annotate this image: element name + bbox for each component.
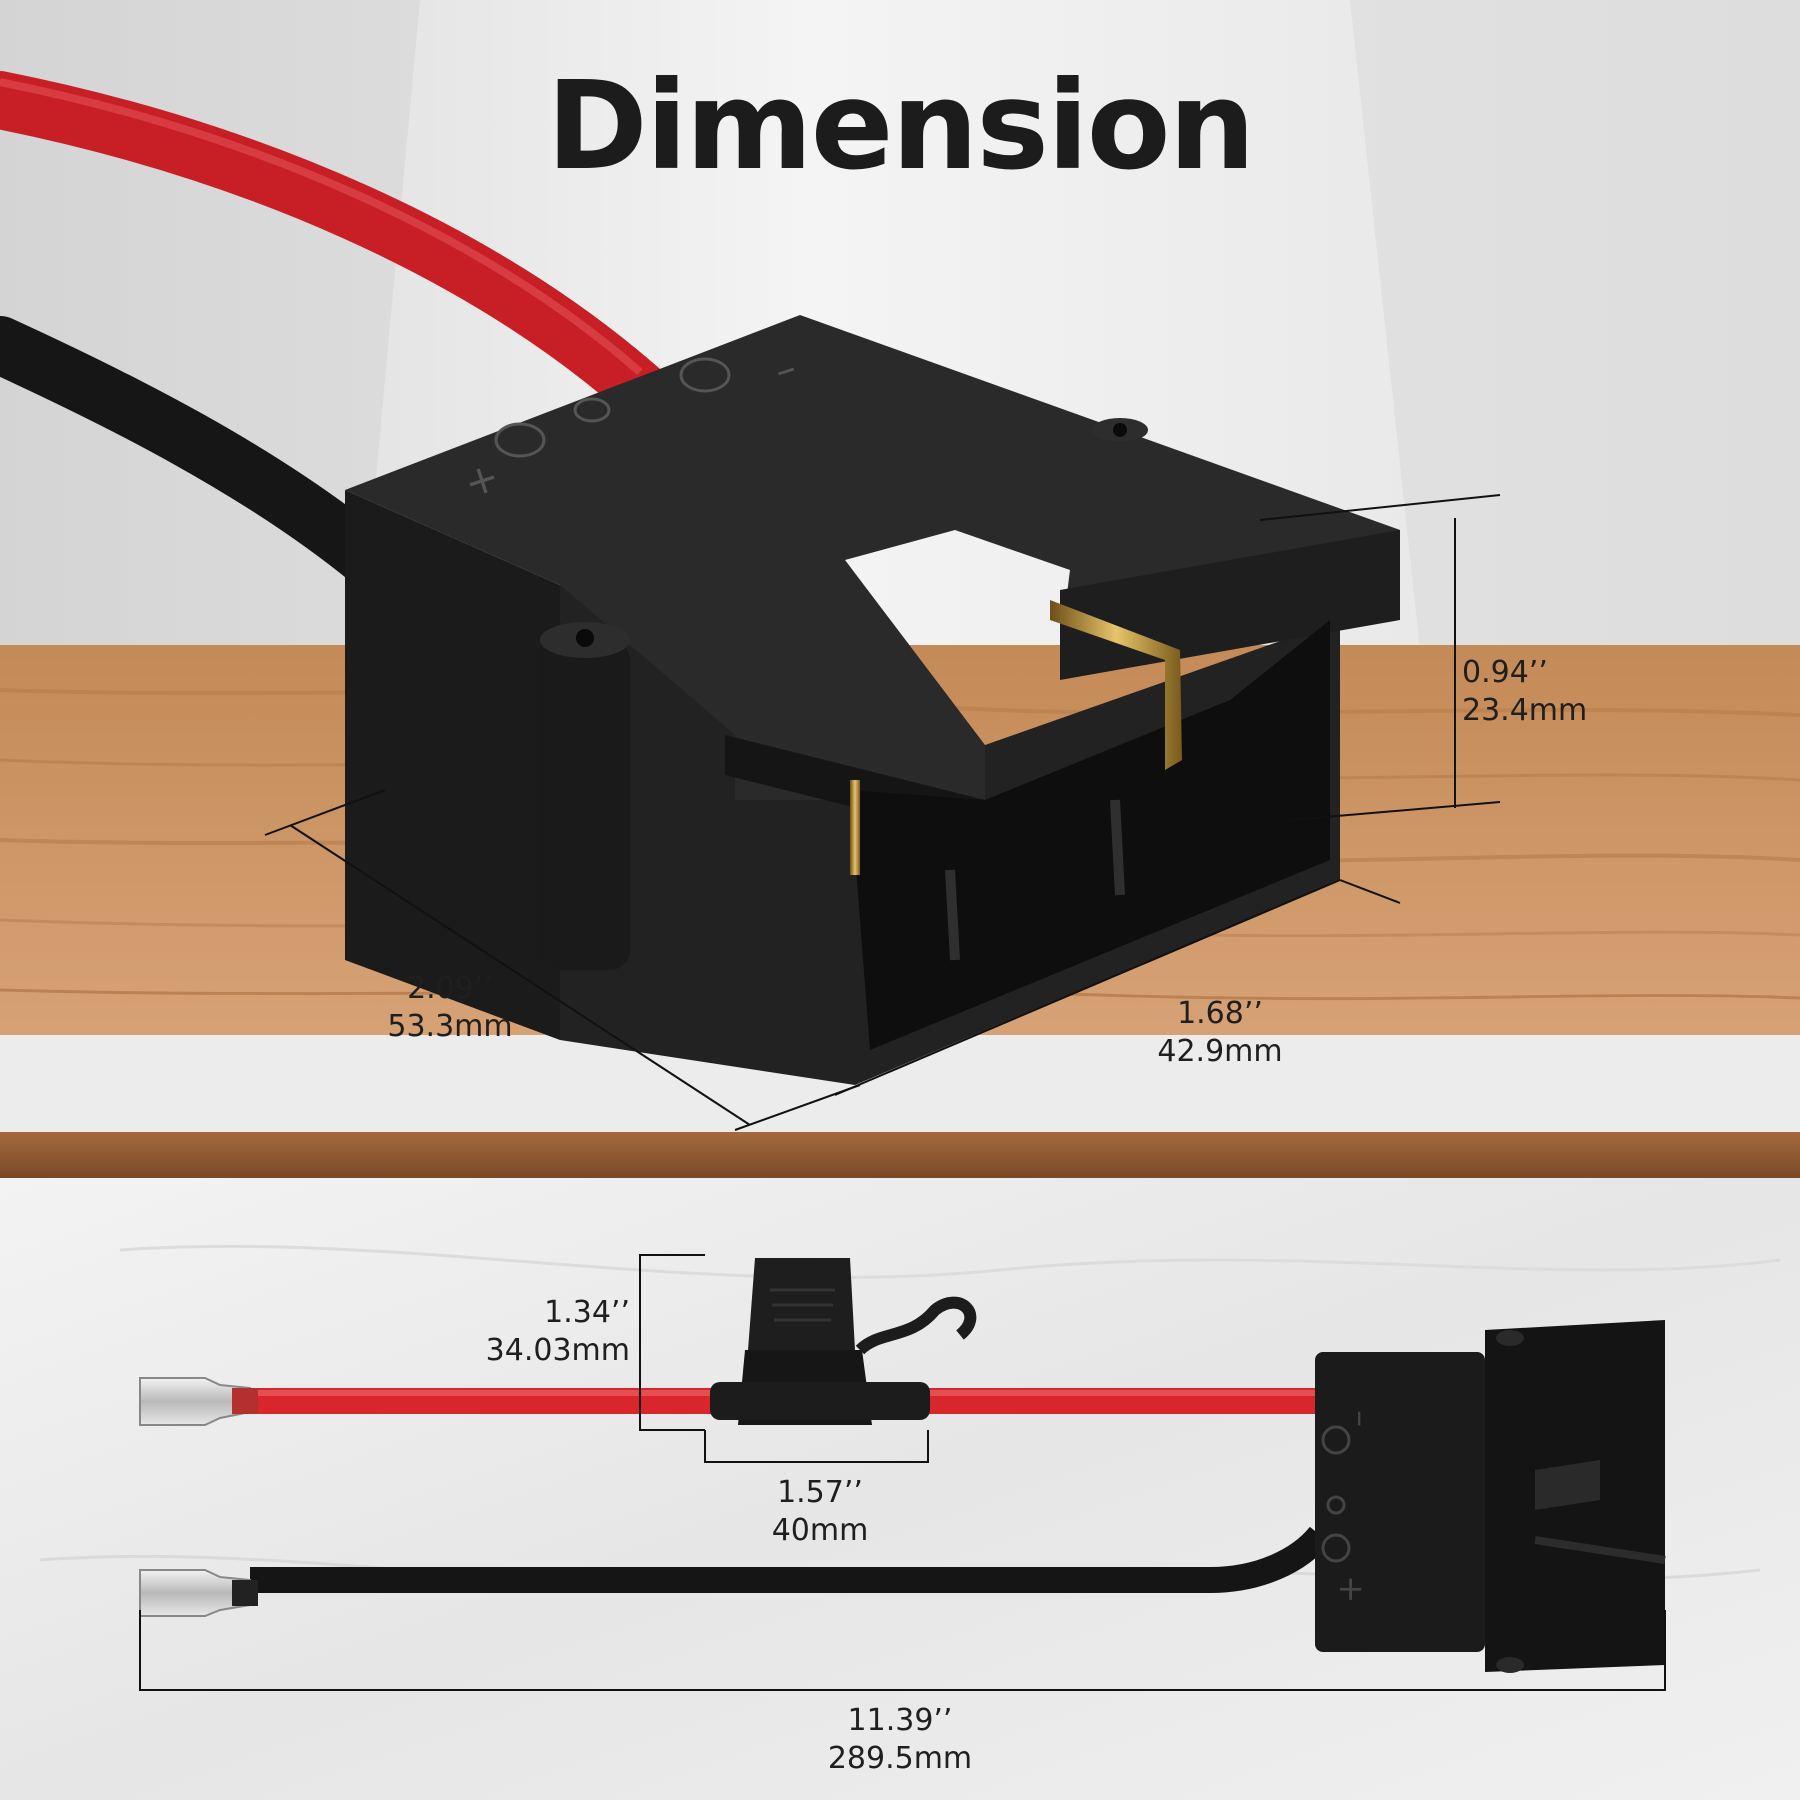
minus-mark-bottom: – (1341, 1410, 1381, 1427)
black-wire-bottom (250, 1526, 1331, 1593)
plus-mark-bottom: + (1331, 1575, 1371, 1604)
fuse-holder (710, 1258, 977, 1425)
dimension-depth-label: 2.09’’ 53.3mm (387, 971, 513, 1044)
terminal-circle-icon (1321, 1425, 1351, 1455)
terminal-circle-icon (1321, 1533, 1351, 1563)
terminal-circle-icon (679, 357, 731, 393)
dimension-width-label: 1.68’’ 42.9mm (1157, 996, 1283, 1069)
terminal-circle-icon (494, 422, 546, 458)
black-wire (0, 316, 399, 589)
terminal-circle-icon (573, 397, 611, 423)
dimension-fuse-height-label: 1.34’’ 34.03mm (485, 1295, 630, 1368)
terminal-circle-icon (1326, 1495, 1346, 1515)
connector-housing (345, 315, 1400, 1085)
dimension-total-length-label: 11.39’’ 289.5mm (827, 1703, 973, 1776)
connector-side-view (1315, 1320, 1666, 1673)
red-wire (0, 71, 669, 419)
dimension-lines (264, 494, 1501, 1131)
dimension-fuse-width-label: 1.57’’ 40mm (771, 1475, 869, 1548)
dimension-height-label: 0.94’’ 23.4mm (1462, 655, 1588, 728)
page-title: Dimension (546, 55, 1256, 197)
dimension-brackets (139, 1254, 1666, 1691)
